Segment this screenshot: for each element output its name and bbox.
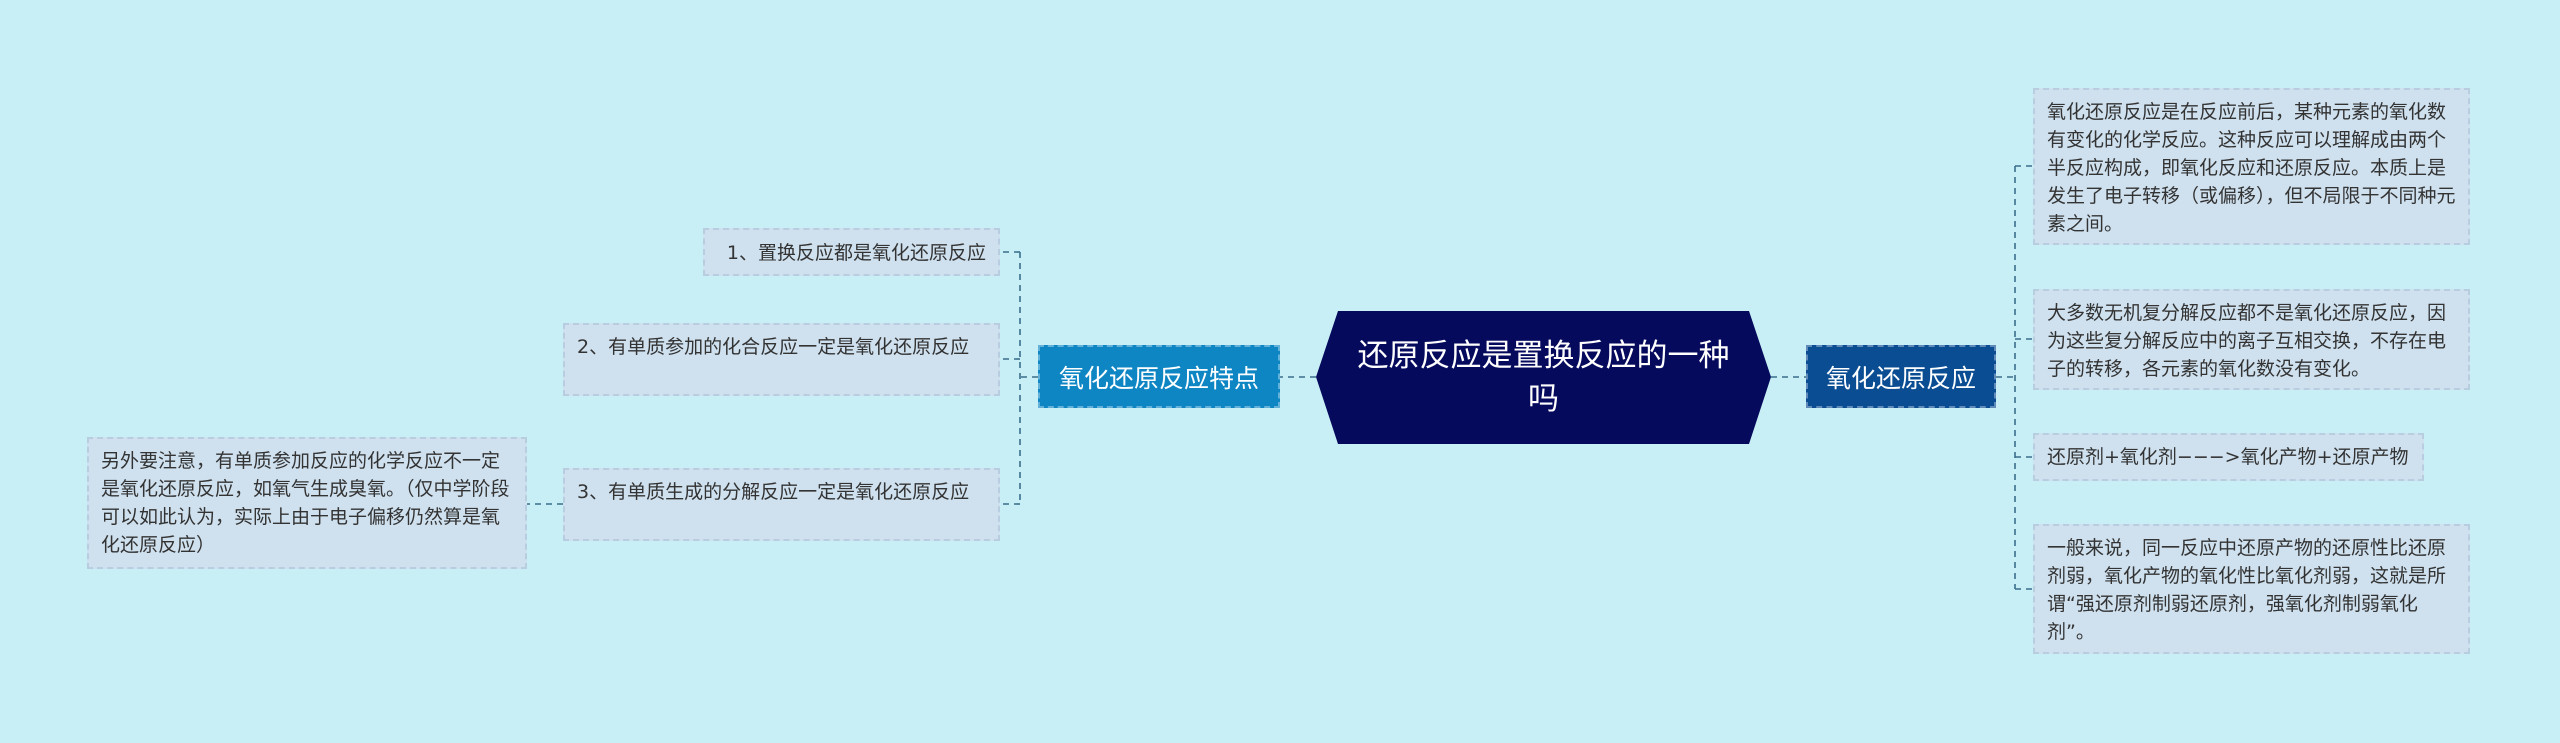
left-leaf-3-note[interactable]: 另外要注意，有单质参加反应的化学反应不一定是氧化还原反应，如氧气生成臭氧。（仅中…	[87, 437, 527, 569]
root-node[interactable]: 还原反应是置换反应的一种吗	[1316, 311, 1771, 444]
left-leaf-2[interactable]: 2、有单质参加的化合反应一定是氧化还原反应	[563, 323, 1000, 396]
right-leaf-3[interactable]: 还原剂+氧化剂−−−>氧化产物+还原产物	[2033, 433, 2424, 481]
left-leaf-1-text: 1、置换反应都是氧化还原反应	[726, 242, 986, 264]
right-leaf-1-text: 氧化还原反应是在反应前后，某种元素的氧化数有变化的化学反应。这种反应可以理解成由…	[2047, 101, 2456, 235]
right-leaf-3-text: 还原剂+氧化剂−−−>氧化产物+还原产物	[2047, 446, 2409, 468]
left-leaf-3-text: 3、有单质生成的分解反应一定是氧化还原反应	[577, 481, 970, 503]
right-leaf-1[interactable]: 氧化还原反应是在反应前后，某种元素的氧化数有变化的化学反应。这种反应可以理解成由…	[2033, 88, 2470, 245]
left-leaf-1[interactable]: 1、置换反应都是氧化还原反应	[703, 228, 1000, 276]
right-leaf-4-text: 一般来说，同一反应中还原产物的还原性比还原剂弱，氧化产物的氧化性比氧化剂弱，这就…	[2047, 537, 2447, 643]
left-leaf-3[interactable]: 3、有单质生成的分解反应一定是氧化还原反应	[563, 468, 1000, 541]
branch-oxidation-reduction[interactable]: 氧化还原反应	[1806, 345, 1996, 408]
branch-left-label: 氧化还原反应特点	[1058, 363, 1259, 393]
right-leaf-2-text: 大多数无机复分解反应都不是氧化还原反应，因为这些复分解反应中的离子互相交换，不存…	[2047, 302, 2447, 380]
root-node-shape	[1316, 311, 1771, 444]
right-leaf-2[interactable]: 大多数无机复分解反应都不是氧化还原反应，因为这些复分解反应中的离子互相交换，不存…	[2033, 289, 2470, 390]
left-leaf-3-note-text: 另外要注意，有单质参加反应的化学反应不一定是氧化还原反应，如氧气生成臭氧。（仅中…	[101, 450, 510, 556]
branch-oxidation-reduction-features[interactable]: 氧化还原反应特点	[1038, 345, 1280, 408]
root-title: 还原反应是置换反应的一种吗	[1357, 337, 1730, 417]
left-leaf-2-text: 2、有单质参加的化合反应一定是氧化还原反应	[577, 336, 970, 358]
branch-right-label: 氧化还原反应	[1825, 363, 1976, 393]
right-leaf-4[interactable]: 一般来说，同一反应中还原产物的还原性比还原剂弱，氧化产物的氧化性比氧化剂弱，这就…	[2033, 524, 2470, 654]
